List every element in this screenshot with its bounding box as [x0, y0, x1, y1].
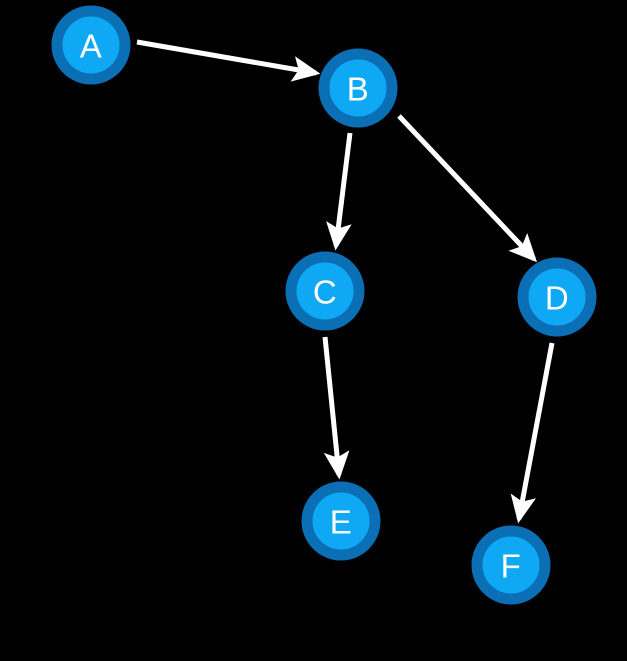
- graph-node-e[interactable]: E: [301, 481, 381, 561]
- graph-node-a[interactable]: A: [51, 5, 131, 85]
- graph-edge-a-b[interactable]: [136, 39, 321, 82]
- node-circle-f[interactable]: [471, 525, 551, 605]
- node-circle-e[interactable]: [301, 481, 381, 561]
- node-label-a: A: [80, 28, 103, 65]
- node-label-d: D: [545, 280, 569, 317]
- node-circle-d[interactable]: [517, 257, 597, 337]
- graph-node-b[interactable]: B: [318, 48, 398, 128]
- node-circle-a[interactable]: [51, 5, 131, 85]
- node-label-f: F: [501, 548, 522, 585]
- nodes-layer: A B C D E F: [51, 5, 597, 605]
- graph-node-d[interactable]: D: [517, 257, 597, 337]
- node-label-c: C: [313, 274, 337, 311]
- graph-edge-b-c[interactable]: [326, 132, 353, 251]
- graph-edge-b-d[interactable]: [397, 114, 538, 263]
- node-circle-c[interactable]: [285, 251, 365, 331]
- node-circle-b[interactable]: [318, 48, 398, 128]
- graph-edge-c-e[interactable]: [322, 336, 350, 480]
- graph-edge-d-f[interactable]: [510, 342, 555, 524]
- node-label-e: E: [330, 504, 353, 541]
- node-label-b: B: [347, 71, 370, 108]
- edges-layer: [136, 39, 555, 524]
- graph-node-f[interactable]: F: [471, 525, 551, 605]
- graph-node-c[interactable]: C: [285, 251, 365, 331]
